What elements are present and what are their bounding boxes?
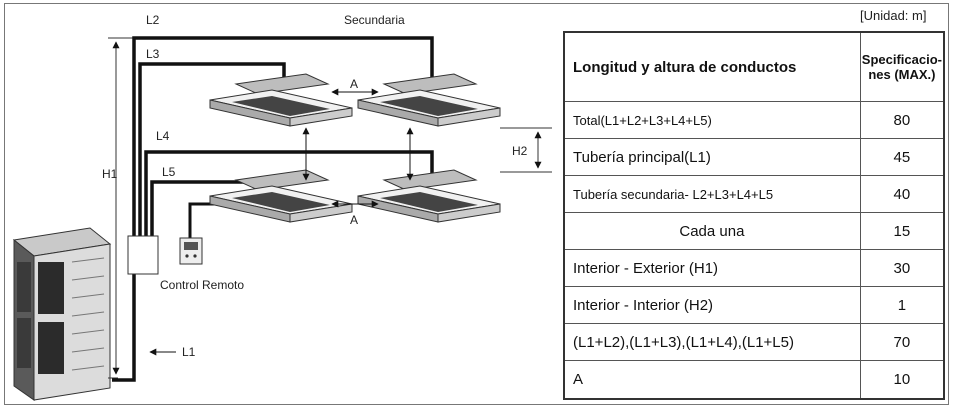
table-row: Total(L1+L2+L3+L4+L5) 80 xyxy=(563,100,945,140)
table-row: (L1+L2),(L1+L3),(L1+L4),(L1+L5) 70 xyxy=(563,323,945,362)
l1-label: L1 xyxy=(182,345,196,359)
remote-controller xyxy=(179,202,232,265)
table-row: Interior - Interior (H2) 1 xyxy=(563,286,945,325)
h2-dimension xyxy=(500,127,552,173)
row-label: Cada una xyxy=(563,212,861,251)
row-label: (L1+L2),(L1+L3),(L1+L4),(L1+L5) xyxy=(563,323,861,362)
row-label: A xyxy=(563,360,861,400)
row-label: Tubería secundaria- L2+L3+L4+L5 xyxy=(563,175,861,214)
indoor-unit-3 xyxy=(209,169,353,223)
header-length-height: Longitud y altura de conductos xyxy=(563,31,861,102)
indoor-unit-4 xyxy=(357,169,501,223)
outdoor-unit xyxy=(12,227,112,401)
table-header-row: Longitud y altura de conductos Specifica… xyxy=(563,31,945,102)
table-row: Tubería principal(L1) 45 xyxy=(563,138,945,177)
row-value: 40 xyxy=(859,175,945,214)
branch-box xyxy=(127,235,159,275)
row-value: 30 xyxy=(859,249,945,288)
row-value: 15 xyxy=(859,212,945,251)
row-value: 10 xyxy=(859,360,945,400)
row-label: Tubería principal(L1) xyxy=(563,138,861,177)
unit-label: [Unidad: m] xyxy=(860,8,927,23)
a-top-label: A xyxy=(350,77,358,91)
l4-label: L4 xyxy=(156,129,170,143)
l2-label: L2 xyxy=(146,13,160,27)
row-label: Interior - Exterior (H1) xyxy=(563,249,861,288)
table-row: Tubería secundaria- L2+L3+L4+L5 40 xyxy=(563,175,945,214)
main-pipe-l1 xyxy=(112,270,136,382)
table-row: Cada una 15 xyxy=(563,212,945,251)
row-value: 45 xyxy=(859,138,945,177)
l5-label: L5 xyxy=(162,165,176,179)
h1-label: H1 xyxy=(102,167,118,181)
row-label: Interior - Interior (H2) xyxy=(563,286,861,325)
spec-table: Longitud y altura de conductos Specifica… xyxy=(563,31,945,400)
a-bottom-label: A xyxy=(350,213,358,227)
row-label: Total(L1+L2+L3+L4+L5) xyxy=(563,100,861,140)
table-row: Interior - Exterior (H1) 30 xyxy=(563,249,945,288)
row-value: 1 xyxy=(859,286,945,325)
piping-diagram: H1 L1 L2 Secundaria L3 L4 L5 Control Rem… xyxy=(12,13,552,401)
control-remoto-label: Control Remoto xyxy=(160,278,244,292)
indoor-unit-2 xyxy=(357,73,501,127)
row-value: 70 xyxy=(859,323,945,362)
table-row: A 10 xyxy=(563,360,945,400)
figure-frame xyxy=(4,3,949,405)
header-spec-line2: nes (MAX.) xyxy=(868,67,936,82)
h2-label: H2 xyxy=(512,144,528,158)
l3-label: L3 xyxy=(146,47,160,61)
secundaria-label: Secundaria xyxy=(344,13,405,27)
header-specifications: Specificacio- nes (MAX.) xyxy=(859,31,945,102)
indoor-unit-1 xyxy=(209,73,353,127)
header-spec-line1: Specificacio- xyxy=(861,52,942,67)
row-value: 80 xyxy=(859,100,945,140)
